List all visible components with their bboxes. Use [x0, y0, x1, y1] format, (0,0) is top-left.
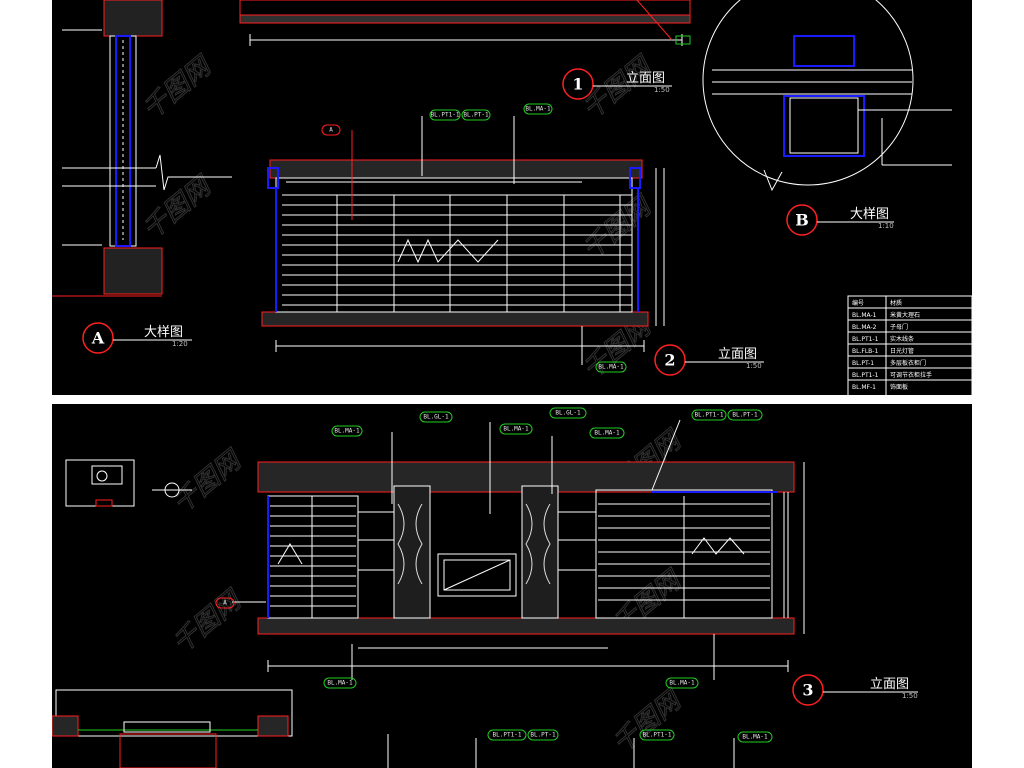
- table-cell: BL.PT-1: [852, 360, 874, 367]
- svg-text:BL.MA-1: BL.MA-1: [525, 106, 551, 113]
- table-cell: 饰面板: [890, 383, 908, 391]
- view-title: 立面图: [870, 677, 909, 692]
- view-scale: 1:20: [172, 340, 188, 348]
- svg-text:BL.PT1-1: BL.PT1-1: [493, 732, 522, 739]
- watermark: 千图网: [577, 190, 658, 265]
- view-title-2: 2 立面图 1:50: [654, 344, 764, 376]
- elevation-2-drawing: [261, 116, 665, 365]
- svg-text:BL.MA-1: BL.MA-1: [334, 428, 360, 435]
- watermark-group: 千图网 千图网 千图网 千图网 千图网: [137, 50, 659, 386]
- elevation-3-drawing: [232, 419, 805, 680]
- table-header: 材质: [890, 299, 902, 307]
- detail-b-drawing: [702, 0, 952, 192]
- table-cell: BL.FLB-1: [852, 348, 878, 355]
- material-tags: BL.PT1-1 BL.PT-1 BL.MA-1 A BL.MA-1: [321, 103, 627, 373]
- view-title: 立面图: [718, 347, 757, 362]
- svg-text:BL.MA-1: BL.MA-1: [598, 364, 624, 371]
- svg-text:BL.PT1-1: BL.PT1-1: [643, 732, 672, 739]
- material-table: 编号 材质 BL.MA-1 米黄大理石 BL.MA-2 子母门 BL.PT1-1…: [847, 295, 972, 395]
- table-cell: BL.MA-1: [852, 312, 877, 319]
- svg-text:BL.MA-1: BL.MA-1: [742, 734, 768, 741]
- material-tags: BL.MA-1 BL.GL-1 BL.MA-1 BL.GL-1 BL.MA-1 …: [215, 407, 773, 743]
- key-plan: [65, 459, 192, 507]
- table-cell: BL.MF-1: [852, 384, 876, 391]
- table-cell: 实木线条: [890, 335, 914, 343]
- table-cell: 米黄大理石: [890, 311, 920, 319]
- cad-drawing-top: 千图网 千图网 千图网 千图网 千图网: [52, 0, 972, 395]
- watermark: 千图网: [167, 584, 248, 659]
- view-number: 3: [802, 681, 813, 700]
- drawing-sheet-bottom: 千图网 千图网 千图网 千图网 千图网: [52, 404, 972, 768]
- svg-text:BL.PT1-1: BL.PT1-1: [431, 112, 460, 119]
- watermark: 千图网: [137, 50, 218, 125]
- svg-text:BL.GL-1: BL.GL-1: [555, 410, 581, 417]
- view-title-3: 3 立面图 1:50: [792, 674, 918, 706]
- detail-a-drawing: [52, 0, 232, 297]
- table-cell: 多层板衣柜门: [890, 359, 926, 367]
- view-title: 立面图: [626, 71, 665, 86]
- table-cell: 子母门: [890, 323, 908, 331]
- svg-text:BL.MA-1: BL.MA-1: [669, 680, 695, 687]
- watermark: 千图网: [577, 50, 658, 125]
- svg-text:BL.PT-1: BL.PT-1: [530, 732, 556, 739]
- view-title: 大样图: [144, 325, 183, 340]
- svg-text:BL.MA-1: BL.MA-1: [327, 680, 353, 687]
- svg-text:BL.MA-1: BL.MA-1: [594, 430, 620, 437]
- plan-strip: [52, 689, 735, 768]
- svg-text:BL.PT-1: BL.PT-1: [732, 412, 758, 419]
- cad-drawing-bottom: 千图网 千图网 千图网 千图网 千图网: [52, 407, 918, 768]
- table-header: 编号: [852, 299, 864, 307]
- svg-text:BL.PT-1: BL.PT-1: [463, 112, 489, 119]
- svg-text:A: A: [223, 600, 227, 607]
- view-number: 2: [664, 351, 675, 370]
- view-scale: 1:50: [746, 362, 762, 370]
- view-number: 1: [572, 75, 583, 94]
- watermark: 千图网: [607, 684, 688, 759]
- table-cell: BL.MA-2: [852, 324, 877, 331]
- table-cell: BL.PT1-1: [852, 372, 879, 379]
- svg-text:BL.PT1-1: BL.PT1-1: [695, 412, 724, 419]
- table-cell: BL.PT1-1: [852, 336, 879, 343]
- view-title: 大样图: [850, 207, 889, 222]
- drawing-sheet-top: 千图网 千图网 千图网 千图网 千图网: [52, 0, 972, 395]
- view-scale: 1:10: [878, 222, 894, 230]
- view-title-b: B 大样图 1:10: [786, 204, 894, 236]
- table-cell: 可调节衣柜拉手: [890, 371, 932, 379]
- svg-text:BL.GL-1: BL.GL-1: [423, 414, 449, 421]
- table-cell: 日光灯管: [890, 347, 914, 355]
- svg-text:A: A: [329, 127, 333, 134]
- view-scale: 1:50: [902, 692, 918, 700]
- watermark: 千图网: [167, 444, 248, 519]
- svg-text:BL.MA-1: BL.MA-1: [503, 426, 529, 433]
- watermark: 千图网: [137, 170, 218, 245]
- elevation-1-drawing: [239, 0, 691, 46]
- view-title-a: A 大样图 1:20: [82, 322, 192, 354]
- view-scale: 1:50: [654, 86, 670, 94]
- view-title-1: 1 立面图 1:50: [562, 68, 672, 100]
- view-number: B: [795, 211, 809, 230]
- view-number: A: [91, 329, 105, 348]
